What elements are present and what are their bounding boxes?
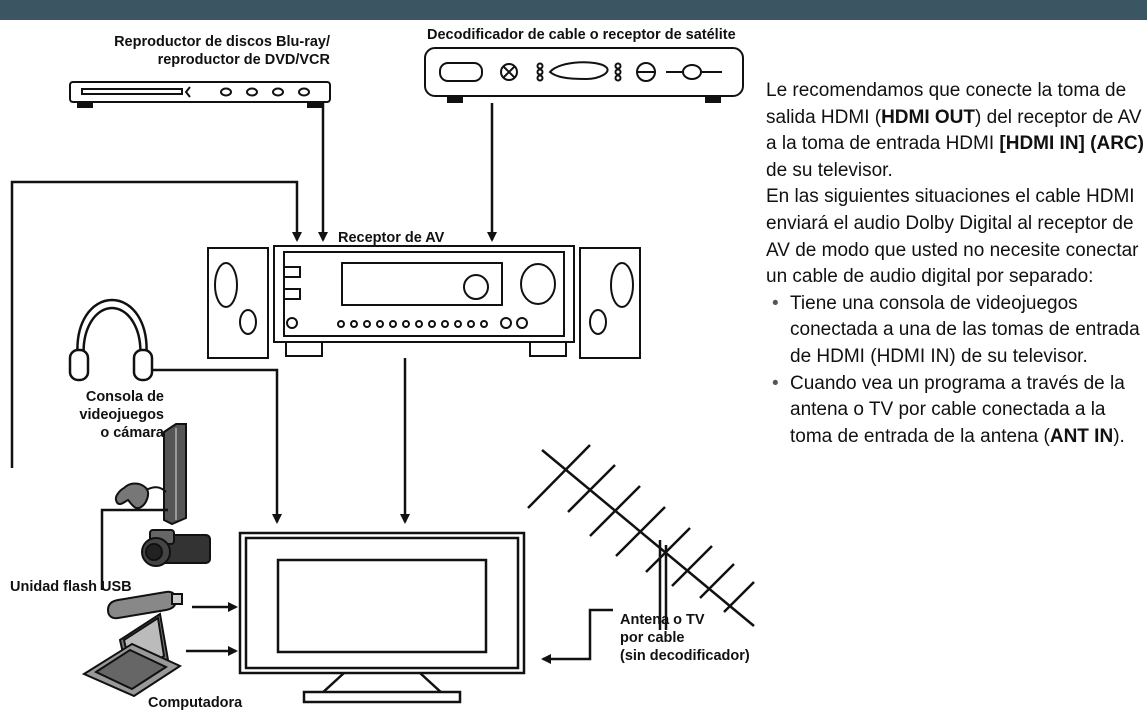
bluray-label: Reproductor de discos Blu-ray/ reproduct… [114,34,330,68]
bluray-player-icon [69,81,331,108]
cable-box-label: Decodificador de cable o receptor de sat… [427,27,736,43]
receiver-label: Receptor de AV [338,230,445,246]
tv-icon [238,531,526,704]
description-list: Tiene una consola de videojuegos conecta… [766,291,1147,451]
description-paragraph-2: En las siguientes situaciones el cable H… [766,186,1139,288]
description-bullet-1: Tiene una consola de videojuegos conecta… [766,291,1147,371]
antenna-icon [527,444,755,630]
console-label: Consola de videojuegos o cámara [79,389,164,441]
computer-label: Computadora [148,695,243,711]
header-bar [0,0,1147,20]
headphones-icon [68,298,154,382]
av-receiver-icon [207,245,641,359]
description-bullet-2: Cuando vea un programa a través de la an… [766,371,1147,451]
camcorder-icon [141,529,211,567]
description-paragraph-1: Le recomendamos que conecte la toma de s… [766,80,1144,181]
usb-drive-icon [106,590,183,620]
laptop-icon [81,612,183,698]
cable-box-icon [424,47,744,103]
usb-label: Unidad flash USB [10,579,132,595]
antenna-label: Antena o TV por cable (sin decodificador… [620,612,750,664]
connection-lines [10,103,613,664]
game-console-icon [114,423,187,526]
description-text: Le recomendamos que conecte la toma de s… [766,78,1147,450]
